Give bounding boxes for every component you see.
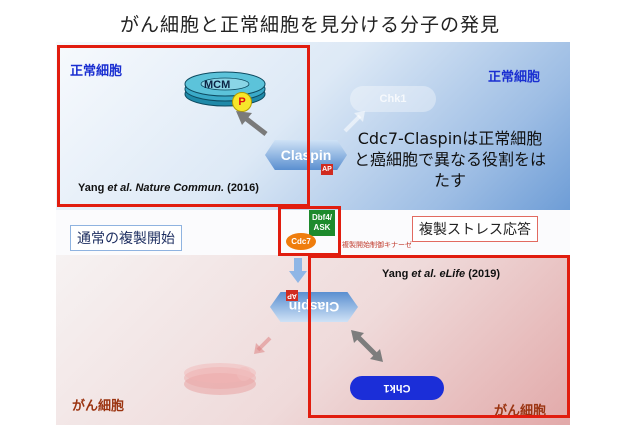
normal-replication-box: 通常の複製開始 bbox=[70, 225, 182, 251]
claspin-top: Claspin bbox=[265, 140, 347, 170]
dbf4-ask-block: Dbf4/ ASK bbox=[309, 210, 335, 236]
ap-badge-top: AP bbox=[321, 164, 333, 175]
cancer-cell-label-right: がん細胞 bbox=[494, 403, 547, 418]
key-statement: Cdc7-Claspinは正常細胞と癌細胞で異なる役割をはたす bbox=[353, 129, 546, 190]
normal-cell-frame bbox=[57, 45, 310, 207]
cancer-cell-panel bbox=[56, 255, 570, 425]
citation-2016-journal: et al. Nature Commun. bbox=[107, 182, 225, 194]
citation-2019-journal: et al. eLife bbox=[411, 268, 466, 280]
citation-2016-year: (2016) bbox=[224, 182, 259, 194]
cancer-cell-label-left: がん細胞 bbox=[72, 398, 125, 413]
stress-response-box: 複製ストレス応答 bbox=[412, 216, 538, 242]
faded-chk1: Chk1 bbox=[350, 86, 436, 112]
normal-cell-label-left: 正常細胞 bbox=[70, 63, 123, 78]
mcm-label: MCM bbox=[204, 79, 231, 91]
phosphate-badge: P bbox=[232, 92, 252, 112]
arrow-down-icon bbox=[289, 258, 307, 283]
citation-2016-author: Yang bbox=[78, 182, 108, 194]
normal-cell-label-right: 正常細胞 bbox=[488, 69, 541, 84]
kinase-caption: 複製開始制御キナーゼ bbox=[342, 241, 412, 249]
double-arrow-icon bbox=[351, 330, 383, 362]
faded-mcm-icon bbox=[184, 363, 256, 395]
normal-cell-panel bbox=[56, 42, 570, 210]
citation-2019: Yang et al. eLife (2019) bbox=[382, 268, 500, 280]
arrow-to-mcm-icon bbox=[236, 111, 268, 136]
cdc7-oval: Cdc7 bbox=[286, 233, 316, 250]
cdc7-kinase-frame bbox=[278, 206, 341, 256]
cancer-cell-frame bbox=[308, 255, 570, 418]
faded-arrow-icon bbox=[343, 111, 365, 133]
slide-title: がん細胞と正常細胞を見分ける分子の発見 bbox=[119, 14, 500, 36]
citation-2019-year: (2019) bbox=[465, 268, 500, 280]
faded-pink-arrow-icon bbox=[254, 336, 272, 354]
citation-2016: Yang et al. Nature Commun. (2016) bbox=[78, 182, 259, 194]
ap-badge-bottom: AP bbox=[286, 290, 298, 301]
mcm-rings-icon bbox=[184, 71, 266, 107]
citation-2019-author: Yang bbox=[382, 268, 412, 280]
mcm-complex bbox=[180, 68, 270, 110]
